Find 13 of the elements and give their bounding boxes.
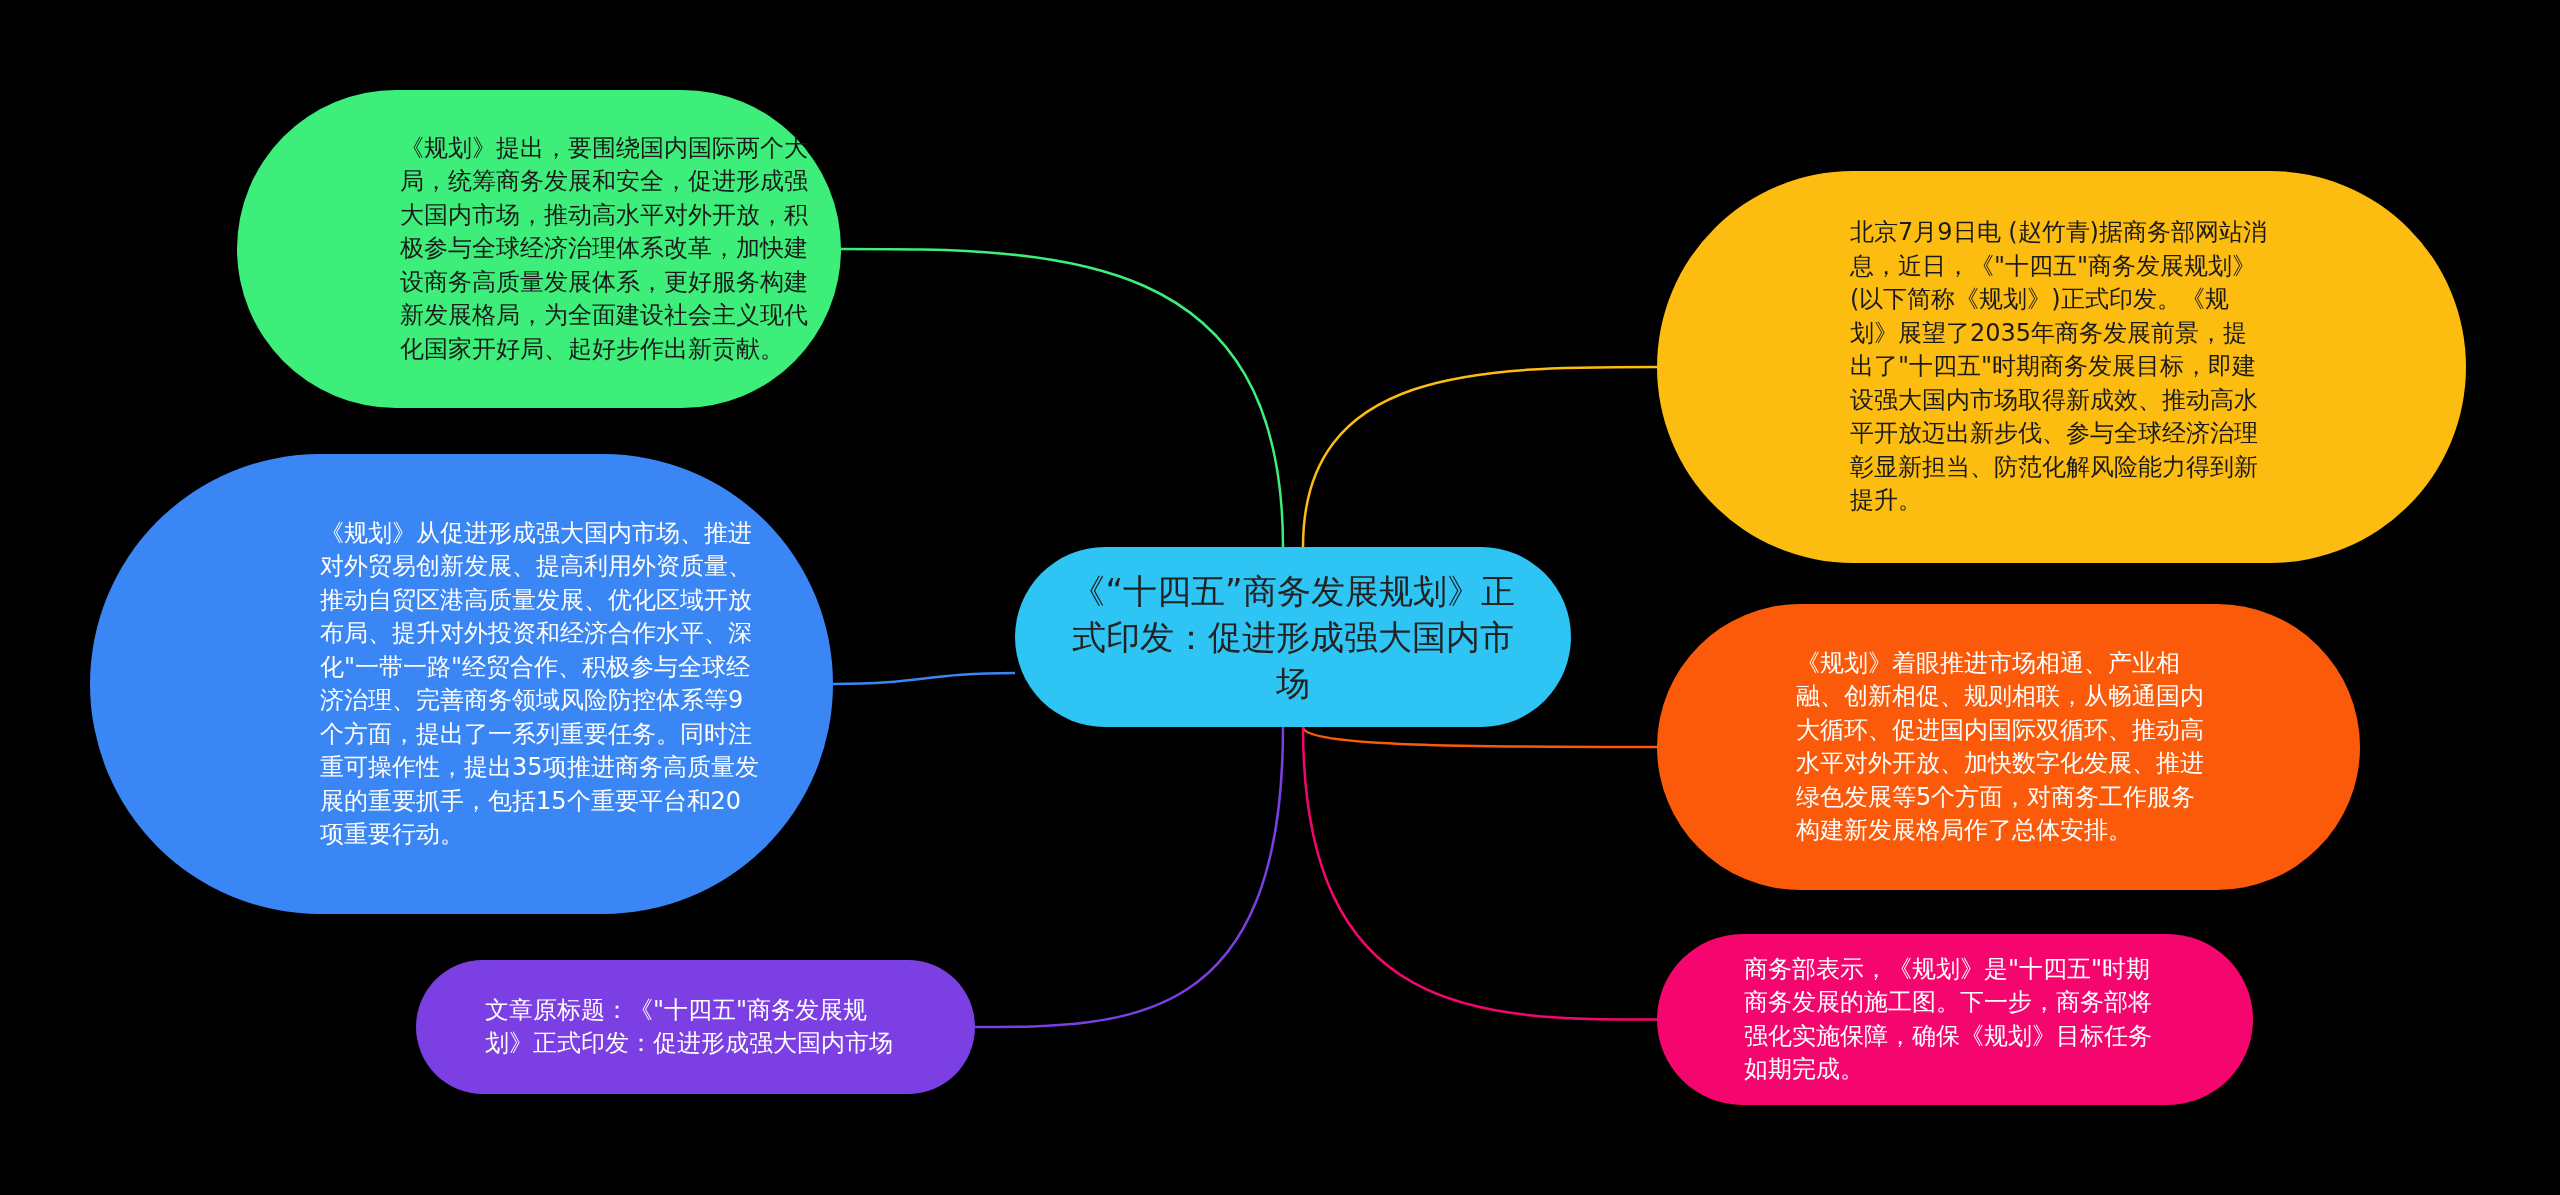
bubble-text: 《规划》从促进形成强大国内市场、推进对外贸易创新发展、提高利用外资质量、推动自贸区港高质量发展、优化区域开放布局、提升对外投资和经济合作水平、深化"一带一路"经贸合作、积极参与全球经济治理、完善商务领域风险防控体系等9个方面，提出了一系列重要任务。同时注重可操作性，提出35项推进商务高质量发展的重要抓手，包括15个重要平台和20项重要行动。 (320, 517, 760, 850)
bubble-text: 《规划》提出，要围绕国内国际两个大局，统筹商务发展和安全，促进形成强大国内市场，推动高水平对外开放，积极参与全球经济治理体系改革，加快建设商务高质量发展体系，更好服务构建新发展格局，为全面建设社会主义现代化国家开好局、起好步作出新贡献。 (400, 132, 809, 365)
connector-line (1301, 365, 1657, 548)
connector-line (1302, 726, 1657, 749)
connector-line (975, 726, 1285, 1029)
bubble-text: 《“十四五”商务发展规划》正式印发：促进形成强大国内市场 (1070, 570, 1516, 705)
bubble-text: 文章原标题：《"十四五"商务发展规划》正式印发：促进形成强大国内市场 (485, 994, 894, 1059)
bubble-text: 商务部表示，《规划》是"十四五"时期商务发展的施工图。下一步，商务部将强化实施保障，确保《规划》目标任务如期完成。 (1744, 953, 2153, 1085)
bubble-text: 北京7月9日电 (赵竹青)据商务部网站消息，近日，《"十四五"商务发展规划》(以下简称《规划》)正式印发。《规划》展望了2035年商务发展前景，提出了"十四五"时期商务发展目标，即建设强大国内市场取得新成效、推动高水平开放迈出新步伐、参与全球经济治理彰显新担当、防范化解风险能力得到新提升。 (1850, 217, 2268, 516)
connector-line (1301, 726, 1657, 1021)
connector-line (841, 247, 1285, 548)
connector-line (833, 671, 1015, 686)
bubble-text: 《规划》着眼推进市场相通、产业相融、创新相促、规则相联，从畅通国内大循环、促进国内国际双循环、推动高水平对外开放、加快数字化发展、推进绿色发展等5个方面，对商务工作服务构建新发展格局作了总体安排。 (1796, 647, 2205, 846)
